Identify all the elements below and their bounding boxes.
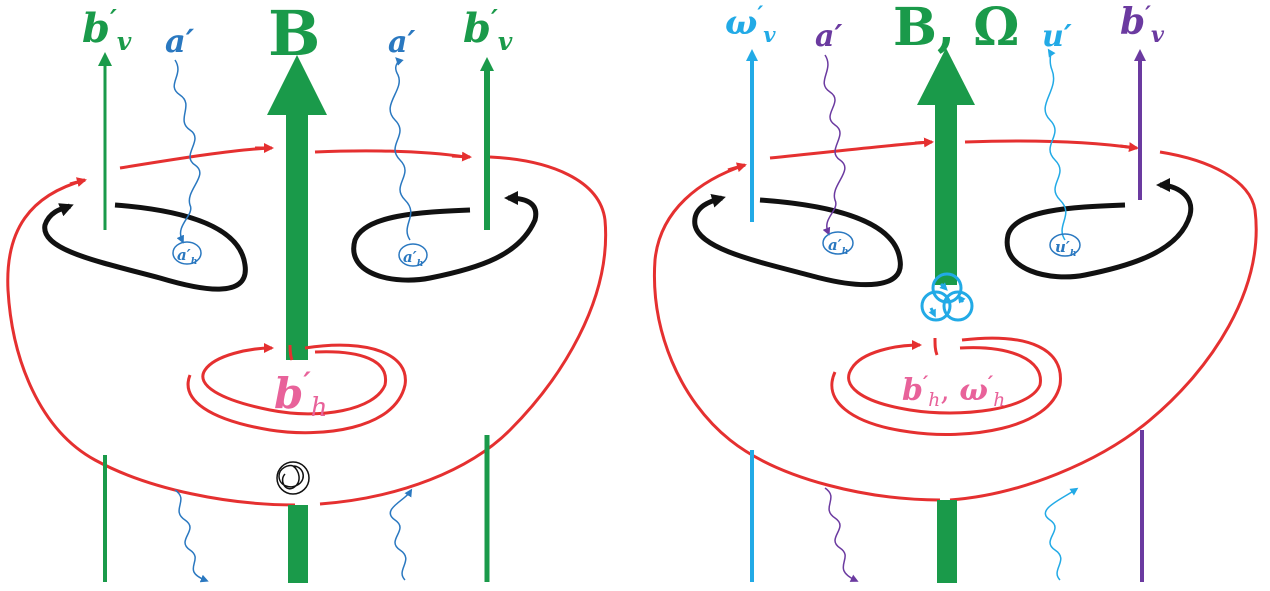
right-red-arrow-3 <box>1119 142 1139 153</box>
bh-loop-inner <box>201 343 388 416</box>
right-panel-bv-label: b′v <box>1120 1 1165 48</box>
right-panel-wave-a-bottom <box>824 487 859 582</box>
right-outer-field-line <box>652 139 1258 502</box>
right-bh-omega-label: b′h, ω′h <box>902 371 1005 411</box>
right-panel-uh-label: u′h <box>1055 238 1077 259</box>
right-red-arrow-1 <box>727 162 747 173</box>
right-panel-right-black-loop <box>1004 178 1194 280</box>
right-panel-ah-label: a′h <box>828 236 848 257</box>
right-panel-wave-u-label: u′ <box>1042 19 1072 54</box>
left-red-arrow-3 <box>451 151 472 162</box>
right-panel-wave-u-bottom <box>1044 487 1079 581</box>
left-black-loop <box>42 202 248 292</box>
right-bh-loop-outer <box>830 336 1062 436</box>
left-wave-top <box>173 59 201 244</box>
left-wave-label: a′ <box>165 22 195 60</box>
right-panel-left-black-loop <box>692 194 903 288</box>
cyan-knot-icon <box>920 272 974 322</box>
right-bv-label: b′v <box>463 5 513 56</box>
left-outer-field-line <box>6 146 608 507</box>
big-B-shaft <box>286 110 308 360</box>
left-ah-swirl <box>172 241 202 265</box>
right-panel: ω′v a′ B, Ω u′ b′v a′h u′h b′h, ω′h <box>652 0 1258 583</box>
right-ah-swirl <box>398 243 428 267</box>
big-B-omega-head <box>917 48 975 105</box>
right-black-loop <box>351 191 539 283</box>
big-B-label: B <box>268 0 320 70</box>
big-B-omega-bottom-shaft <box>937 500 957 583</box>
left-wave-bottom <box>174 489 209 583</box>
omega-v-label: ω′v <box>725 2 776 47</box>
right-ah-label: a′h <box>403 248 423 269</box>
right-wave-top <box>389 57 412 241</box>
left-panel: b′v a′ B a′ b′v a′h a′h b′h <box>6 0 608 583</box>
bh-loop-outer <box>186 343 407 435</box>
left-red-arrow-1 <box>69 177 87 187</box>
right-panel-wave-u-top <box>1044 48 1067 241</box>
big-B-omega-label: B, Ω <box>893 0 1019 58</box>
right-bh-loop-inner <box>847 340 1042 415</box>
left-bv-label: b′v <box>82 5 132 56</box>
left-ah-label: a′h <box>177 246 197 267</box>
right-panel-wave-a-top <box>822 54 846 236</box>
big-B-head <box>267 55 327 115</box>
right-wave-label: a′ <box>388 25 415 60</box>
right-panel-uh-swirl <box>1049 233 1081 257</box>
right-panel-ah-swirl <box>822 231 854 255</box>
right-red-arrow-2 <box>914 137 934 148</box>
bh-label: b′h <box>274 366 328 423</box>
right-panel-wave-a-label: a′ <box>815 19 842 54</box>
big-B-bottom-shaft <box>288 505 308 583</box>
right-wave-bottom <box>389 488 413 581</box>
left-knot-icon <box>276 461 310 495</box>
big-B-omega-shaft <box>935 100 957 285</box>
